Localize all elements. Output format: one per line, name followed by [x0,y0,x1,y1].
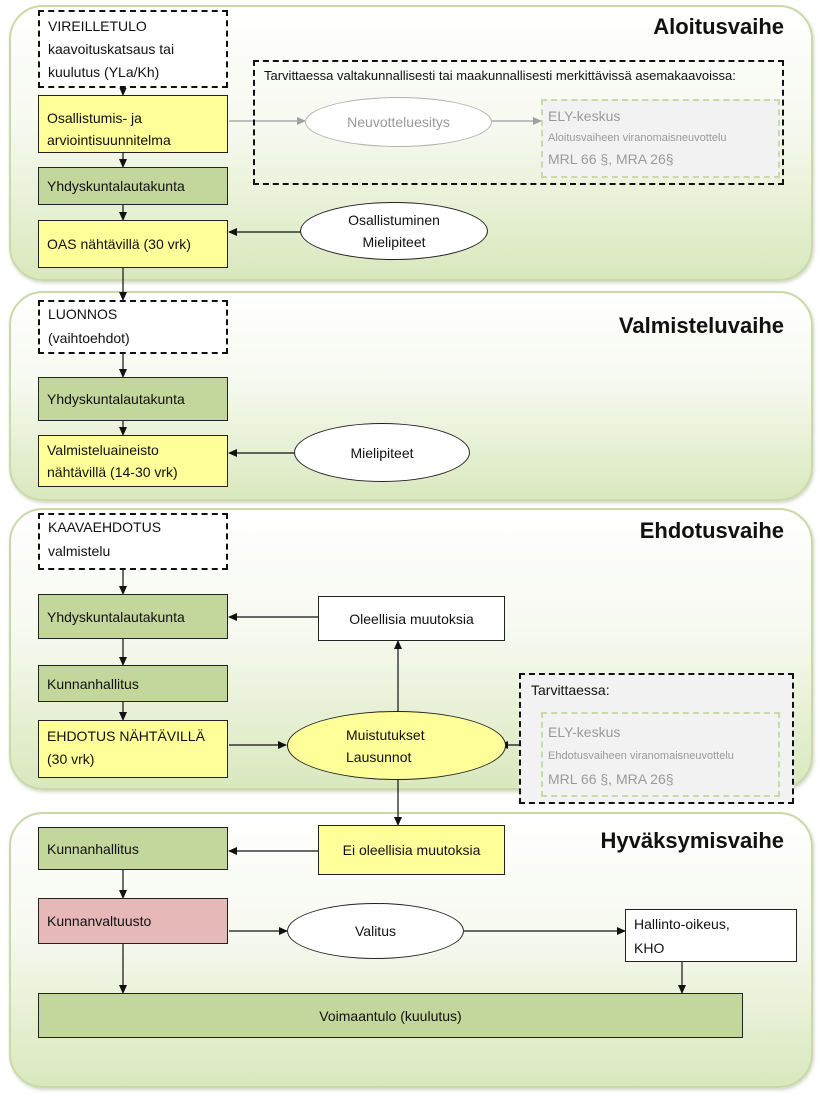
ei-oleellisia-muutoksia-box: Ei oleellisia muutoksia [318,825,505,875]
valitus-label: Valitus [355,923,396,939]
valmisteluaineisto-box: Valmisteluaineisto nähtävillä (14-30 vrk… [38,435,228,487]
tarvittaessa-label-ehdotus: Tarvittaessa: [531,682,610,698]
oas-nahtavilla-box: OAS nähtävillä (30 vrk) [38,220,228,268]
vireilletulo-line-2: kaavoituskatsaus tai [48,41,175,57]
kunnanhallitus-label-hyvaksyminen: Kunnanhallitus [47,840,139,857]
kunnanhallitus-label-ehdotus: Kunnanhallitus [47,675,139,692]
oas-box: Osallistumis- ja arviointisuunnitelma [38,95,228,153]
ely-box-ehdotus: ELY-keskus Ehdotusvaiheen viranomaisneuv… [541,712,780,797]
yhdyskunta-box-valmistelu: Yhdyskuntalautakunta [38,377,228,421]
osallistuminen-line-2: Mielipiteet [362,234,426,250]
oas-line-1: Osallistumis- ja [47,110,142,126]
tarvittaessa-label-aloitus: Tarvittaessa valtakunnallisesti tai maak… [264,68,736,83]
phase-title-aloitus: Aloitusvaihe [653,14,784,39]
vireilletulo-line-3: kuulutus (YLa/Kh) [48,64,160,80]
ely-law-ehdotus: MRL 66 §, MRA 26§ [548,771,674,787]
muistutukset-line-2: Lausunnot [346,748,412,765]
valitus-ellipse: Valitus [287,903,464,959]
mielipiteet-ellipse: Mielipiteet [294,423,470,482]
neuvotteluesitys-label: Neuvotteluesitys [347,114,450,130]
voimaantulo-box: Voimaantulo (kuulutus) [38,993,743,1038]
oleellisia-muutoksia-label: Oleellisia muutoksia [349,610,474,627]
valmisteluaineisto-line-2: nähtävillä (14-30 vrk) [47,464,178,480]
ely-title-ehdotus: ELY-keskus [548,724,621,740]
kaavaehdotus-line-1: KAAVAEHDOTUS [48,519,162,535]
mielipiteet-label: Mielipiteet [350,444,414,461]
oleellisia-muutoksia-box: Oleellisia muutoksia [318,596,505,641]
yhdyskunta-label-ehdotus: Yhdyskuntalautakunta [47,608,185,625]
yhdyskunta-box-aloitus: Yhdyskuntalautakunta [38,167,228,205]
kunnanvaltuusto-box: Kunnanvaltuusto [38,898,228,944]
ely-sub-aloitus: Aloitusvaiheen viranomaisneuvottelu [548,132,727,144]
phase-title-ehdotus: Ehdotusvaihe [639,518,784,543]
osallistuminen-line-1: Osallistuminen [348,212,440,228]
kunnanvaltuusto-label: Kunnanvaltuusto [47,913,152,929]
yhdyskunta-box-ehdotus: Yhdyskuntalautakunta [38,594,228,639]
kaavaehdotus-box: KAAVAEHDOTUS valmistelu [38,513,228,570]
yhdyskunta-label-aloitus: Yhdyskuntalautakunta [47,178,185,194]
kunnanhallitus-box-ehdotus: Kunnanhallitus [38,665,228,702]
hallinto-oikeus-line-1: Hallinto-oikeus, [634,916,730,932]
tarvittaessa-panel-aloitus [253,60,784,185]
hallinto-oikeus-box: Hallinto-oikeus, KHO [625,909,797,962]
valmisteluaineisto-line-1: Valmisteluaineisto [47,442,159,458]
luonnos-line-1: LUONNOS [48,306,118,322]
phase-title-valmistelu: Valmisteluvaihe [618,313,784,338]
muistutukset-ellipse: Muistutukset Lausunnot [287,711,506,780]
hallinto-oikeus-line-2: KHO [634,940,665,956]
kaavaehdotus-line-2: valmistelu [48,543,111,559]
kunnanhallitus-box-hyvaksyminen: Kunnanhallitus [38,827,228,870]
vireilletulo-box: VIREILLETULO kaavoituskatsaus tai kuulut… [38,10,228,88]
muistutukset-line-1: Muistutukset [346,726,425,743]
ei-oleellisia-muutoksia-label: Ei oleellisia muutoksia [342,842,481,858]
phase-title-hyvaksyminen: Hyväksymisvaihe [600,828,784,853]
luonnos-box: LUONNOS (vaihtoehdot) [38,300,228,354]
neuvotteluesitys-ellipse: Neuvotteluesitys [305,97,492,147]
luonnos-line-2: (vaihtoehdot) [48,330,130,346]
osallistuminen-ellipse: Osallistuminen Mielipiteet [300,202,488,260]
ely-sub-ehdotus: Ehdotusvaiheen viranomaisneuvottelu [548,750,734,762]
ehdotus-nahtavilla-box: EHDOTUS NÄHTÄVILLÄ (30 vrk) [38,720,228,778]
ely-box-aloitus: ELY-keskus Aloitusvaiheen viranomaisneuv… [541,99,780,178]
vireilletulo-line-1: VIREILLETULO [48,18,147,34]
ehdotus-nahtavilla-line-2: (30 vrk) [47,751,95,767]
ehdotus-nahtavilla-line-1: EHDOTUS NÄHTÄVILLÄ [47,728,205,744]
oas-nahtavilla-label: OAS nähtävillä (30 vrk) [47,236,191,252]
ely-law-aloitus: MRL 66 §, MRA 26§ [548,151,674,167]
voimaantulo-label: Voimaantulo (kuulutus) [319,1007,462,1024]
oas-line-2: arviointisuunnitelma [47,132,171,148]
ely-title-aloitus: ELY-keskus [548,108,621,124]
yhdyskunta-label-valmistelu: Yhdyskuntalautakunta [47,391,185,407]
